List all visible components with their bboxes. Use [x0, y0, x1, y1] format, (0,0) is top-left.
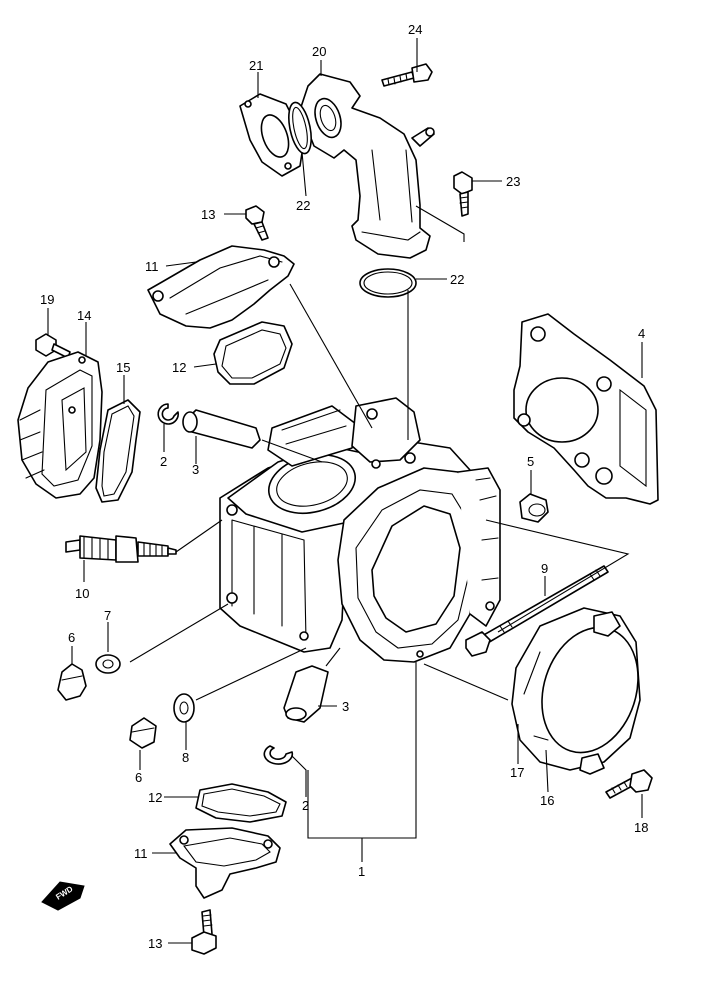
- callout-23: 23: [506, 174, 520, 189]
- callout-7: 7: [104, 608, 111, 623]
- callout-8: 8: [182, 750, 189, 765]
- callout-19: 19: [40, 292, 54, 307]
- o-ring-lower: [359, 268, 417, 298]
- bolt-23: [453, 171, 473, 217]
- bolt-19: [35, 333, 71, 359]
- spark-plug: [65, 535, 177, 563]
- forward-direction-marker: FWD: [41, 881, 85, 911]
- cylinder-block: [219, 397, 501, 663]
- callout-13-lower: 13: [148, 936, 162, 951]
- callout-11-lower: 11: [134, 846, 148, 861]
- callout-22-upper: 22: [296, 198, 310, 213]
- thermostat-cover-upper: [147, 245, 295, 329]
- gasket-12-lower: [195, 783, 287, 823]
- piston-pin-lower: [283, 665, 329, 723]
- callout-4: 4: [638, 326, 645, 341]
- callout-13-upper: 13: [201, 207, 215, 222]
- callout-21: 21: [249, 58, 263, 73]
- callout-2-upper: 2: [160, 454, 167, 469]
- callout-17: 17: [510, 765, 524, 780]
- thermostat-cover-lower: [169, 827, 281, 899]
- piston-pin-upper: [182, 409, 261, 449]
- washer-7: [95, 654, 121, 674]
- cylinder-gasket: [513, 313, 659, 505]
- callout-1: 1: [358, 864, 365, 879]
- side-cover-gasket: [95, 399, 141, 503]
- callout-24: 24: [408, 22, 422, 37]
- callout-15: 15: [116, 360, 130, 375]
- callout-14: 14: [77, 308, 91, 323]
- callout-3-upper: 3: [192, 462, 199, 477]
- dowel-pin: [519, 493, 549, 523]
- washer-8: [173, 693, 195, 723]
- callout-5: 5: [527, 454, 534, 469]
- callout-20: 20: [312, 44, 326, 59]
- bolt-13-upper: [245, 205, 269, 241]
- cap-nut-lower: [129, 717, 157, 749]
- exhaust-cover: [511, 607, 641, 775]
- bolt-13-lower: [191, 909, 217, 955]
- side-cover: [17, 351, 103, 499]
- cap-nut-upper: [57, 663, 87, 701]
- circlip-lower: [263, 745, 294, 765]
- callout-3-lower: 3: [342, 699, 349, 714]
- callout-10: 10: [75, 586, 89, 601]
- callout-labels: 24 20 21 22 23 13 11 22 19 14 4 15 12 2 …: [40, 22, 648, 951]
- o-ring-upper: [288, 101, 312, 155]
- gasket-12-upper: [213, 321, 293, 385]
- callout-22-lower: 22: [450, 272, 464, 287]
- intake-pipe: [299, 73, 435, 259]
- bolt-18: [605, 769, 653, 799]
- bolt-24: [381, 63, 433, 87]
- callout-6-upper: 6: [68, 630, 75, 645]
- callout-6-lower: 6: [135, 770, 142, 785]
- callout-12-lower: 12: [148, 790, 162, 805]
- callout-16: 16: [540, 793, 554, 808]
- leader-lines: [47, 38, 643, 944]
- callout-12-upper: 12: [172, 360, 186, 375]
- circlip-upper: [157, 403, 179, 425]
- callout-9: 9: [541, 561, 548, 576]
- callout-18: 18: [634, 820, 648, 835]
- callout-11-upper: 11: [145, 259, 159, 274]
- callout-2-lower: 2: [302, 798, 309, 813]
- intake-gasket: [239, 93, 305, 177]
